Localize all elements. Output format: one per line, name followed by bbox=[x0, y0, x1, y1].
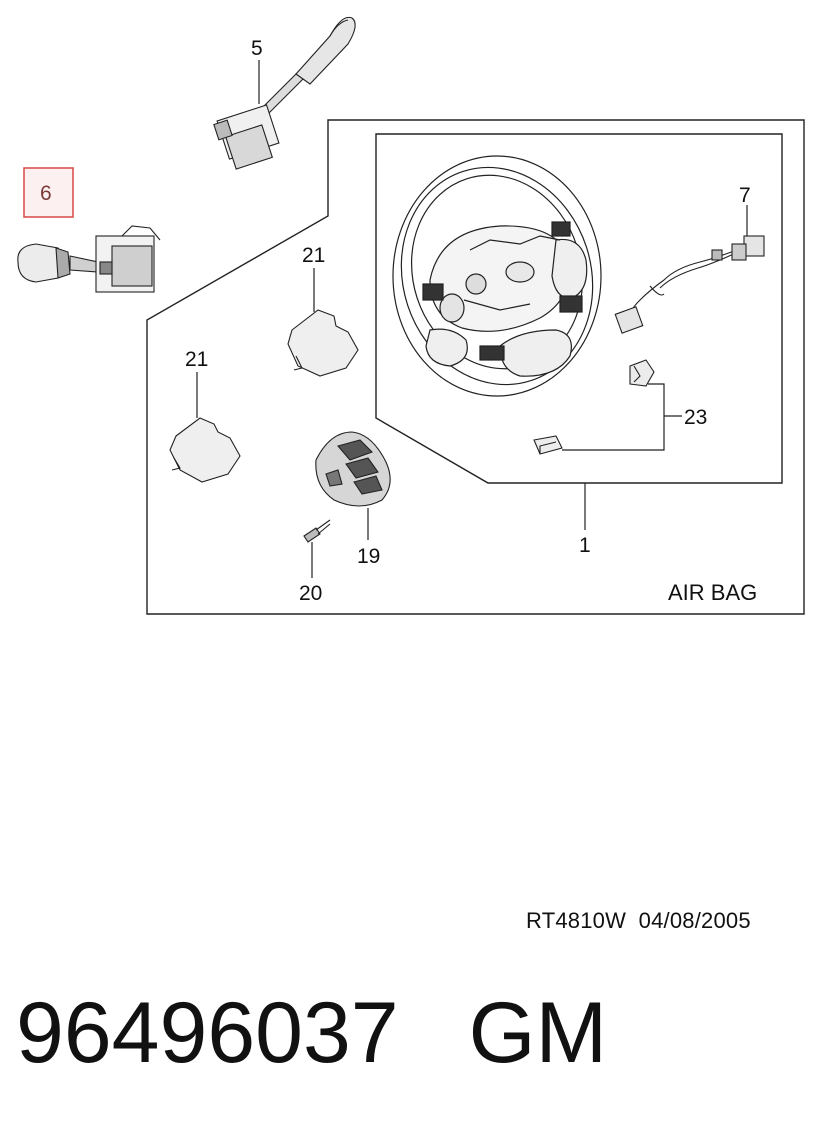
assembly-outline bbox=[146, 119, 805, 615]
part-brand: GM bbox=[468, 985, 608, 1081]
callout-1: 1 bbox=[579, 534, 591, 557]
turn-signal-switch-part bbox=[17, 225, 161, 293]
callout-6-highlight bbox=[23, 167, 74, 218]
airbag-label: AIR BAG bbox=[668, 580, 757, 605]
wheel-switch-part bbox=[315, 431, 391, 507]
clip-part-upper bbox=[629, 359, 655, 387]
callout-5: 5 bbox=[251, 37, 263, 60]
part-number: 96496037 bbox=[16, 985, 399, 1081]
steering-wheel-part bbox=[392, 155, 602, 397]
leader-23 bbox=[562, 383, 665, 451]
reference-line: RT4810W 04/08/2005 bbox=[526, 908, 751, 934]
wiper-switch-part bbox=[213, 16, 356, 170]
steering-wheel-outline bbox=[375, 133, 783, 484]
callout-20: 20 bbox=[299, 582, 322, 605]
callout-7: 7 bbox=[739, 184, 751, 207]
reference-code: RT4810W bbox=[526, 908, 627, 933]
callout-21-lower: 21 bbox=[185, 348, 208, 371]
callout-19: 19 bbox=[357, 545, 380, 568]
cover-part-lower bbox=[169, 417, 241, 483]
callout-6: 6 bbox=[40, 182, 52, 205]
clip-part-lower bbox=[533, 435, 563, 455]
cover-part-upper bbox=[287, 309, 359, 377]
wiring-harness-part bbox=[614, 235, 765, 334]
callout-21-upper: 21 bbox=[302, 244, 325, 267]
reference-date: 04/08/2005 bbox=[638, 908, 751, 933]
callout-23: 23 bbox=[684, 406, 707, 429]
screw-part bbox=[303, 519, 331, 543]
